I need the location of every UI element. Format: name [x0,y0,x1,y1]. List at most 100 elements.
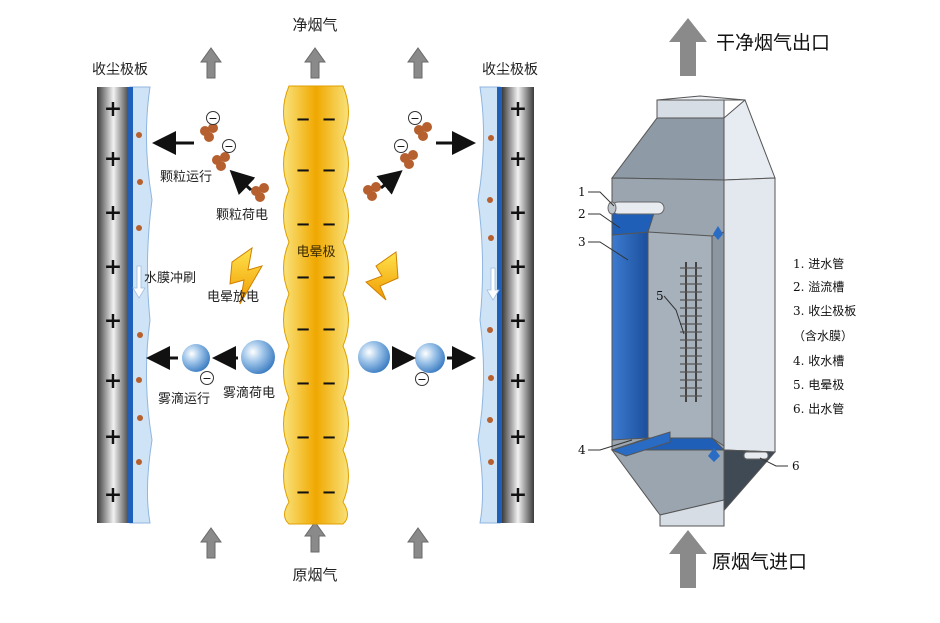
svg-text:−: − [295,214,310,235]
arrow-up-right [376,170,403,195]
svg-text:+: + [104,254,122,280]
callout-numbers: 1 2 3 4 5 6 [578,185,800,473]
svg-text:2: 2 [578,207,586,221]
water-collection-trough [610,431,671,457]
svg-text:−: − [396,140,405,153]
negative-charge-icon: − [394,139,408,153]
droplet-charged-label: 雾滴荷电 [223,385,275,401]
svg-text:−: − [321,160,336,181]
svg-text:−: − [295,427,310,448]
droplet-icon [358,341,390,373]
negative-charge-icon: − [408,111,422,125]
right-captured-particles [487,135,494,465]
svg-text:+: + [509,368,527,394]
svg-text:+: + [104,96,122,122]
right-water-film [477,86,501,524]
svg-text:−: − [321,482,336,503]
up-arrow-icon [304,521,326,553]
up-arrow-icon [200,47,222,79]
svg-text:+: + [509,482,527,508]
svg-text:−: − [295,373,310,394]
bottom-label: 原烟气 [292,566,337,584]
inlet-water-pipe [607,201,665,215]
svg-text:+: + [509,146,527,172]
callouts [588,191,788,467]
corona-electrode-grid [680,267,702,397]
outlet-water-pipe [743,451,769,460]
svg-text:−: − [202,372,211,385]
collecting-plate-blue [611,231,649,441]
svg-text:+: + [509,96,527,122]
legend-item: 3. 收尘极板 [793,304,856,318]
droplet-moving-label: 雾滴运行 [158,391,210,407]
svg-text:+: + [509,254,527,280]
svg-text:−: − [208,112,217,125]
particle-icon [200,123,218,142]
left-collecting-plate: + + + + + + + + [97,86,153,524]
svg-text:−: − [321,373,336,394]
corona-electrode: −− −− −− −− −− −− −− −− 电晕极 [283,85,349,525]
svg-text:−: − [321,214,336,235]
up-arrow-icon [407,527,429,559]
inlet-label: 原烟气进口 [712,551,807,573]
up-arrow-icon [407,47,429,79]
down-arrow-icon [132,265,146,299]
svg-text:−: − [321,427,336,448]
svg-text:3: 3 [578,235,586,249]
svg-text:+: + [104,368,122,394]
droplet-icon [415,343,445,373]
svg-text:4: 4 [578,443,586,457]
svg-text:+: + [509,200,527,226]
svg-text:+: + [104,308,122,334]
svg-text:1: 1 [578,185,586,199]
lightning-bolt-icon [229,246,264,305]
arrow-up-left [229,169,256,196]
left-diagram: 净烟气 原烟气 收尘极板 收尘极板 + + + + + + + + [92,16,538,584]
outlet-label: 干净烟气出口 [716,32,830,54]
left-plate-plus-signs: + + + + + + + + [104,96,122,508]
svg-text:−: − [295,160,310,181]
particle-icon [212,152,230,171]
esp-tower [610,95,777,527]
negative-charge-icon: − [415,372,429,386]
svg-text:−: − [410,112,419,125]
svg-text:−: − [321,109,336,130]
corona-discharge-label: 电晕放电 [207,290,259,305]
outlet-arrow-icon [669,18,707,76]
flow-arrows-top [200,47,429,79]
particle-icon [251,183,269,202]
svg-text:+: + [104,482,122,508]
legend: 1. 进水管 2. 溢流槽 3. 收尘极板 （含水膜） 4. 收水槽 5. 电晕… [793,256,856,416]
svg-text:6: 6 [792,459,800,473]
top-label: 净烟气 [292,16,337,34]
svg-text:+: + [104,424,122,450]
up-arrow-icon [200,527,222,559]
svg-text:−: − [321,319,336,340]
svg-text:+: + [509,424,527,450]
legend-item: 1. 进水管 [793,256,844,271]
water-drop-icon [708,448,720,462]
up-arrow-icon [304,47,326,79]
svg-text:+: + [509,308,527,334]
droplet-group-right: − [358,341,476,386]
svg-text:−: − [224,140,233,153]
svg-text:+: + [104,200,122,226]
legend-item: 5. 电晕极 [793,378,844,392]
svg-text:+: + [104,146,122,172]
particle-icon [363,182,381,201]
right-plate-label: 收尘极板 [482,62,538,78]
legend-item: （含水膜） [793,328,853,343]
droplet-icon [241,340,275,374]
svg-text:−: − [295,482,310,503]
particle-charged-label: 颗粒荷电 [216,208,268,223]
negative-charge-icon: − [222,139,236,153]
flow-arrows-bottom [200,521,429,559]
particle-icon [400,150,418,169]
water-drop-icon [713,226,723,240]
legend-item: 6. 出水管 [793,401,844,416]
right-collecting-plate: + + + + + + + + [477,86,534,524]
legend-item: 4. 收水槽 [793,354,844,368]
particle-group-right: − − [363,111,476,201]
right-diagram: 干净烟气出口 原烟气进口 [578,18,856,588]
left-captured-particles [136,132,143,465]
